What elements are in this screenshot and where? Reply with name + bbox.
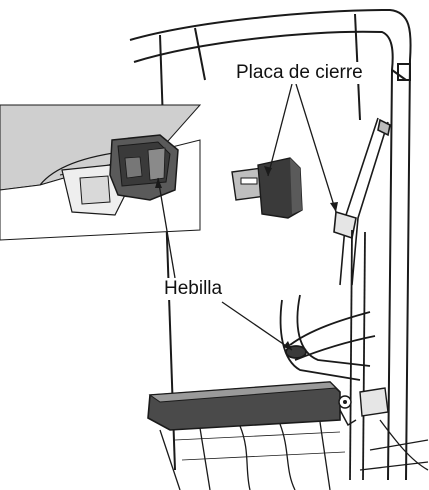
belt-strap [333, 117, 391, 286]
buckle-label: Hebilla [162, 278, 225, 300]
armrest [147, 381, 389, 431]
buckle-inset [0, 104, 202, 241]
latch-plate-label: Placa de cierre [234, 62, 365, 84]
leader-lines [157, 83, 337, 351]
leader-arrowheads [155, 166, 338, 350]
lower-seat [159, 419, 429, 490]
seat-frame [279, 229, 376, 481]
